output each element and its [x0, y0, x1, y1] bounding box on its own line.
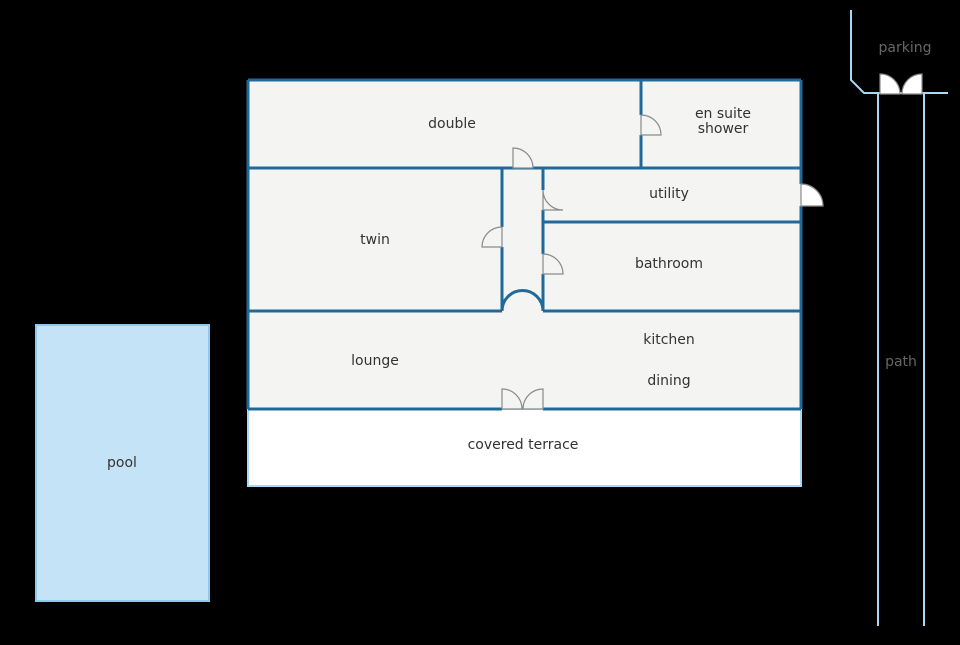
- room-label-kitchen: kitchen: [643, 332, 695, 348]
- room-label-lounge: lounge: [351, 353, 399, 369]
- door-bathroom: [542, 253, 564, 275]
- door-double-corridor: [512, 147, 534, 169]
- door-twin: [481, 226, 503, 248]
- room-label-ensuite-line1: en suite: [695, 106, 751, 122]
- parking-gate: [879, 73, 923, 95]
- covered-terrace: [247, 408, 802, 487]
- outer-walls: [246, 78, 803, 411]
- room-label-bathroom: bathroom: [635, 256, 703, 272]
- room-label-ensuite-line2: shower: [698, 121, 749, 137]
- door-ensuite: [640, 114, 662, 136]
- access-path: [850, 10, 948, 626]
- house-floor: [248, 80, 801, 409]
- doors: [481, 114, 824, 410]
- room-label-twin: twin: [360, 232, 390, 248]
- parking-label: parking: [879, 40, 932, 56]
- room-label-utility: utility: [649, 186, 689, 202]
- pool: [35, 324, 210, 602]
- terrace-label: covered terrace: [468, 437, 579, 453]
- door-utility-exterior: [800, 183, 824, 207]
- door-terrace-right: [522, 388, 544, 410]
- door-terrace-left: [501, 388, 523, 410]
- path-label: path: [885, 354, 917, 370]
- door-utility-corridor: [542, 189, 564, 211]
- room-label-dining: dining: [647, 373, 690, 389]
- pool-label: pool: [107, 455, 137, 471]
- room-label-double: double: [428, 116, 476, 132]
